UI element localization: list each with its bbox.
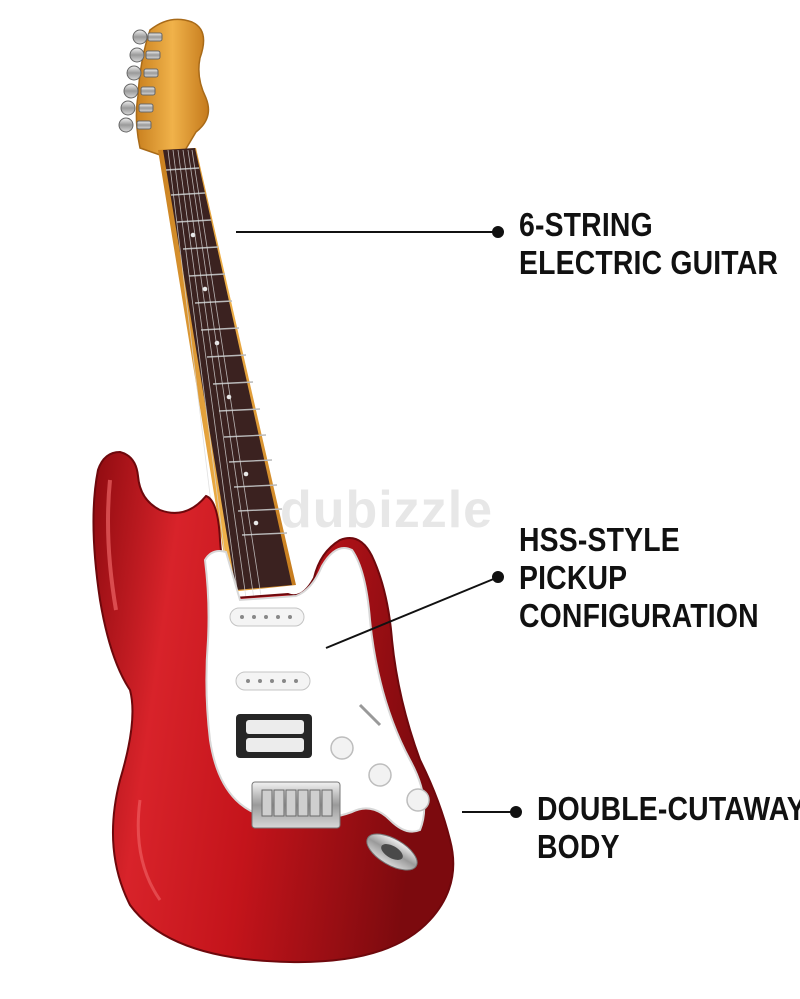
callout-line: 6-STRING	[519, 206, 653, 243]
tuning-pegs	[118, 29, 163, 133]
callout-line: HSS-STYLE	[519, 521, 680, 558]
callout-line: BODY	[537, 828, 620, 865]
pickups	[229, 607, 312, 758]
callout-lines	[236, 226, 522, 818]
callout-hss-pickup-configuration: HSS-STYLE PICKUP CONFIGURATION	[519, 521, 759, 635]
neck	[158, 148, 296, 791]
callout-line: PICKUP	[519, 559, 628, 596]
headstock	[118, 18, 210, 156]
callout-line: ELECTRIC GUITAR	[519, 244, 779, 281]
callout-line: DOUBLE-CUTAWAY	[537, 790, 800, 827]
output-jack	[366, 833, 418, 871]
humbucker-pickup	[236, 714, 312, 758]
bridge	[251, 781, 341, 829]
callout-6-string-electric-guitar: 6-STRING ELECTRIC GUITAR	[519, 206, 778, 282]
control-knobs	[330, 703, 430, 812]
callout-double-cutaway-body: DOUBLE-CUTAWAY BODY	[537, 790, 800, 866]
watermark: dubizzle	[280, 481, 494, 539]
callout-line: CONFIGURATION	[519, 597, 759, 634]
